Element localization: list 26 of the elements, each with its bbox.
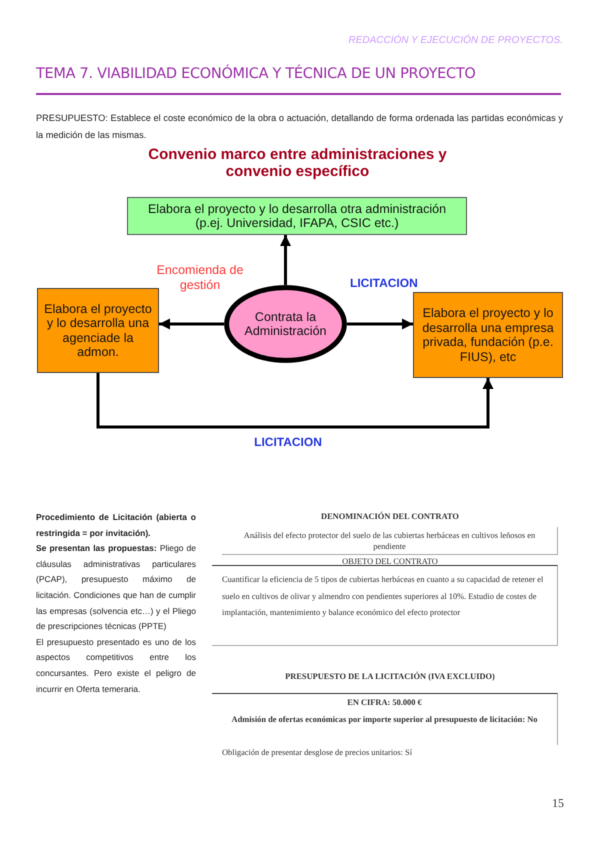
table-text: EN CIFRA: 50.000 € (346, 697, 423, 708)
diagram-heading: Convenio marco entre administraciones y convenio específico (147, 146, 448, 180)
edge-label: LICITACION (253, 435, 323, 449)
intro-paragraph: PRESUPUESTO: Establece el coste económico de la obra o actuación, detallando de forma ordenada las partidas económicas y la medición de las mismas. (36, 112, 563, 142)
process-ellipse: Contrata la Administración (224, 285, 347, 363)
page-number: 15 (551, 796, 564, 811)
body-paragraph: Procedimiento de Licitación (abierta o restringida = por invitación). (36, 511, 196, 540)
table-heading: DENOMINACIÓN DEL CONTRATO (320, 511, 460, 522)
process-box: Elabora el proyecto y lo desarrolla una agenciade la admon. (37, 288, 159, 373)
table-cell: Análisis del efecto protector del suelo de las cubiertas herbáceas en cultivos leñosos en pendiente (222, 527, 558, 555)
running-header: REDACCIÓN Y EJECUCIÓN DE PROYECTOS. (348, 35, 563, 46)
body-paragraph: Se presentan las propuestas: Pliego de cláusulas administrativas particulares (PCAP), presupuesto máximo de licitación. Condiciones que han de cumplir las empresas (solvencia etc…) y el Pliego de prescripciones técnicas (PPTE) (36, 542, 196, 634)
table-text: Admisión de ofertas económicas por importe superior al presupuesto de licitación: No (230, 714, 538, 726)
process-box: Elabora el proyecto y lo desarrolla otra administración (p.ej. Universidad, IFAPA, CSIC etc.) (127, 197, 467, 235)
process-box: Elabora el proyecto y lo desarrolla una empresa privada, fundación (p.e. FIUS), etc (413, 292, 563, 378)
arrow (280, 235, 291, 285)
page-title: TEMA 7. VIABILIDAD ECONÓMICA Y TÉCNICA DE UN PROYECTO (36, 66, 477, 82)
table-text: Obligación de presentar desglose de precios unitarios: Sí (222, 747, 414, 758)
arrow (347, 318, 413, 330)
edge-label: LICITACION (350, 276, 418, 290)
table-heading: OBJETO DEL CONTRATO (341, 556, 439, 567)
arrow (159, 318, 224, 330)
body-paragraph: El presupuesto presentado es uno de los aspectos competitivos entre los concursantes. Pero existe el peligro de incurrir en Oferta temeraria. (36, 636, 196, 696)
table-cell: Cuantificar la eficiencia de 5 tipos de cubiertas herbáceas en cuanto a su capacidad de retener el suelo en cultivos de olivar y almendro con pendientes superiores al 10%. Estudio de costes de implantación, mantenimiento y balance económico del efecto protector (212, 565, 558, 646)
table-heading: PRESUPUESTO DE LA LICITACIÓN (IVA EXCLUIDO) (284, 671, 496, 682)
arrow (96, 373, 494, 428)
